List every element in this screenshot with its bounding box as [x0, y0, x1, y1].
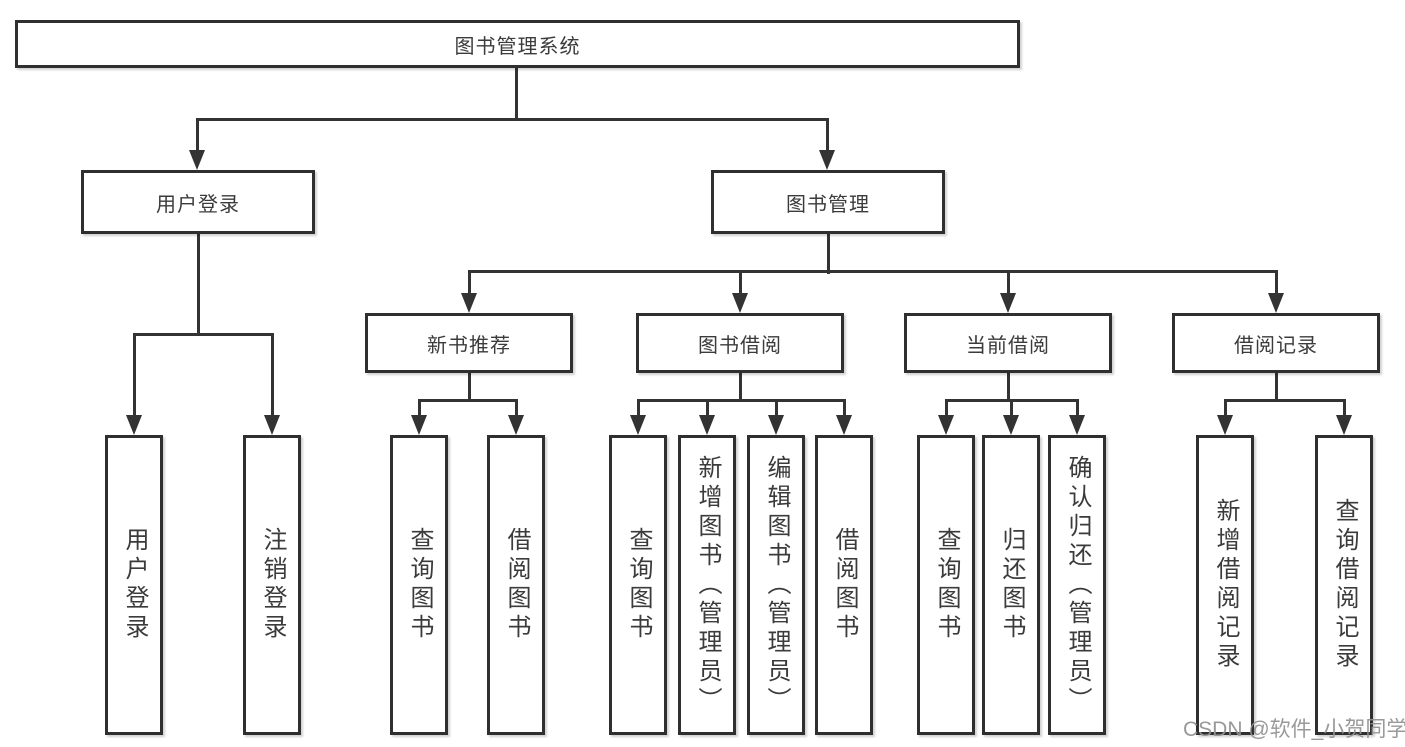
node-new-book-recommendation: 新书推荐: [365, 313, 573, 373]
leaf-label: 查询借阅记录: [1331, 498, 1358, 672]
arrowhead-down-icon: [768, 415, 784, 435]
leaf-logout: 注销登录: [243, 435, 301, 735]
leaf-user-login: 用户登录: [105, 435, 163, 735]
connector-line: [467, 269, 1278, 273]
connector-line: [944, 400, 948, 417]
leaf-query-books-1: 查询图书: [390, 435, 448, 735]
node-user-login: 用户登录: [81, 170, 315, 234]
arrowhead-down-icon: [411, 415, 427, 435]
connector-line: [1342, 400, 1346, 417]
connector-line: [1075, 400, 1079, 417]
arrowhead-down-icon: [836, 415, 852, 435]
connector-line: [1009, 400, 1013, 417]
connector-line: [514, 68, 518, 120]
leaf-query-books-3: 查询图书: [917, 435, 975, 735]
connector-line: [467, 271, 471, 295]
leaf-query-borrow-record: 查询借阅记录: [1315, 435, 1373, 735]
leaf-add-books-admin: 新增图书（管理员）: [678, 435, 736, 735]
node-label: 当前借阅: [966, 334, 1050, 357]
node-library-management-system: 图书管理系统: [15, 20, 1020, 68]
connector-line: [1223, 400, 1227, 417]
arrowhead-down-icon: [1217, 415, 1233, 435]
connector-line: [417, 398, 518, 402]
arrowhead-down-icon: [938, 415, 954, 435]
leaf-label: 归还图书: [998, 527, 1025, 643]
node-label: 图书管理: [786, 193, 870, 216]
node-label: 图书管理系统: [454, 35, 581, 58]
arrowhead-down-icon: [1069, 415, 1085, 435]
connector-line: [270, 334, 274, 417]
arrowhead-down-icon: [264, 415, 280, 435]
node-book-borrowing: 图书借阅: [636, 313, 844, 373]
leaf-label: 查询图书: [625, 527, 652, 643]
arrowhead-down-icon: [819, 150, 835, 170]
node-borrowing-records: 借阅记录: [1172, 313, 1380, 373]
leaf-return-books: 归还图书: [982, 435, 1040, 735]
leaf-borrow-books-1: 借阅图书: [487, 435, 545, 735]
arrowhead-down-icon: [1268, 293, 1284, 313]
node-label: 借阅记录: [1234, 334, 1318, 357]
leaf-label: 注销登录: [259, 527, 286, 643]
leaf-label: 用户登录: [121, 527, 148, 643]
leaf-label: 借阅图书: [831, 527, 858, 643]
arrowhead-down-icon: [508, 415, 524, 435]
arrowhead-down-icon: [461, 293, 477, 313]
connector-line: [738, 271, 742, 295]
node-label: 图书借阅: [698, 334, 782, 357]
arrowhead-down-icon: [732, 293, 748, 313]
leaf-label: 借阅图书: [503, 527, 530, 643]
node-current-borrowing: 当前借阅: [904, 313, 1112, 373]
leaf-label: 新增图书（管理员）: [694, 454, 721, 716]
leaf-label: 确认归还（管理员）: [1064, 454, 1091, 716]
connector-line: [514, 400, 518, 417]
connector-line: [636, 400, 640, 417]
connector-line: [1274, 373, 1278, 402]
watermark: CSDN @软件_小贺同学: [1183, 718, 1405, 741]
connector-line: [195, 119, 199, 152]
connector-line: [467, 373, 471, 402]
connector-line: [705, 400, 709, 417]
arrowhead-down-icon: [1336, 415, 1352, 435]
arrowhead-down-icon: [1003, 415, 1019, 435]
leaf-label: 查询图书: [406, 527, 433, 643]
connector-line: [636, 398, 846, 402]
leaf-label: 新增借阅记录: [1212, 498, 1239, 672]
node-label: 新书推荐: [427, 334, 511, 357]
connector-line: [132, 334, 136, 417]
leaf-label: 编辑图书（管理员）: [763, 454, 790, 716]
connector-line: [774, 400, 778, 417]
connector-line: [842, 400, 846, 417]
connector-line: [826, 234, 830, 274]
leaf-borrow-books-2: 借阅图书: [815, 435, 873, 735]
connector-line: [417, 400, 421, 417]
leaf-label: 查询图书: [933, 527, 960, 643]
arrowhead-down-icon: [126, 415, 142, 435]
connector-line: [738, 373, 742, 402]
node-book-management: 图书管理: [711, 170, 945, 234]
leaf-edit-books-admin: 编辑图书（管理员）: [747, 435, 805, 735]
leaf-confirm-return-admin: 确认归还（管理员）: [1048, 435, 1106, 735]
connector-line: [1223, 398, 1346, 402]
node-label: 用户登录: [156, 193, 240, 216]
arrowhead-down-icon: [699, 415, 715, 435]
connector-line: [196, 234, 200, 336]
connector-line: [1274, 271, 1278, 295]
arrowhead-down-icon: [189, 150, 205, 170]
arrowhead-down-icon: [1000, 293, 1016, 313]
arrowhead-down-icon: [630, 415, 646, 435]
connector-line: [825, 119, 829, 152]
connector-line: [1006, 373, 1010, 402]
connector-line: [195, 117, 829, 121]
leaf-query-books-2: 查询图书: [609, 435, 667, 735]
connector-line: [1006, 271, 1010, 295]
leaf-add-borrow-record: 新增借阅记录: [1196, 435, 1254, 735]
connector-line: [132, 332, 274, 336]
